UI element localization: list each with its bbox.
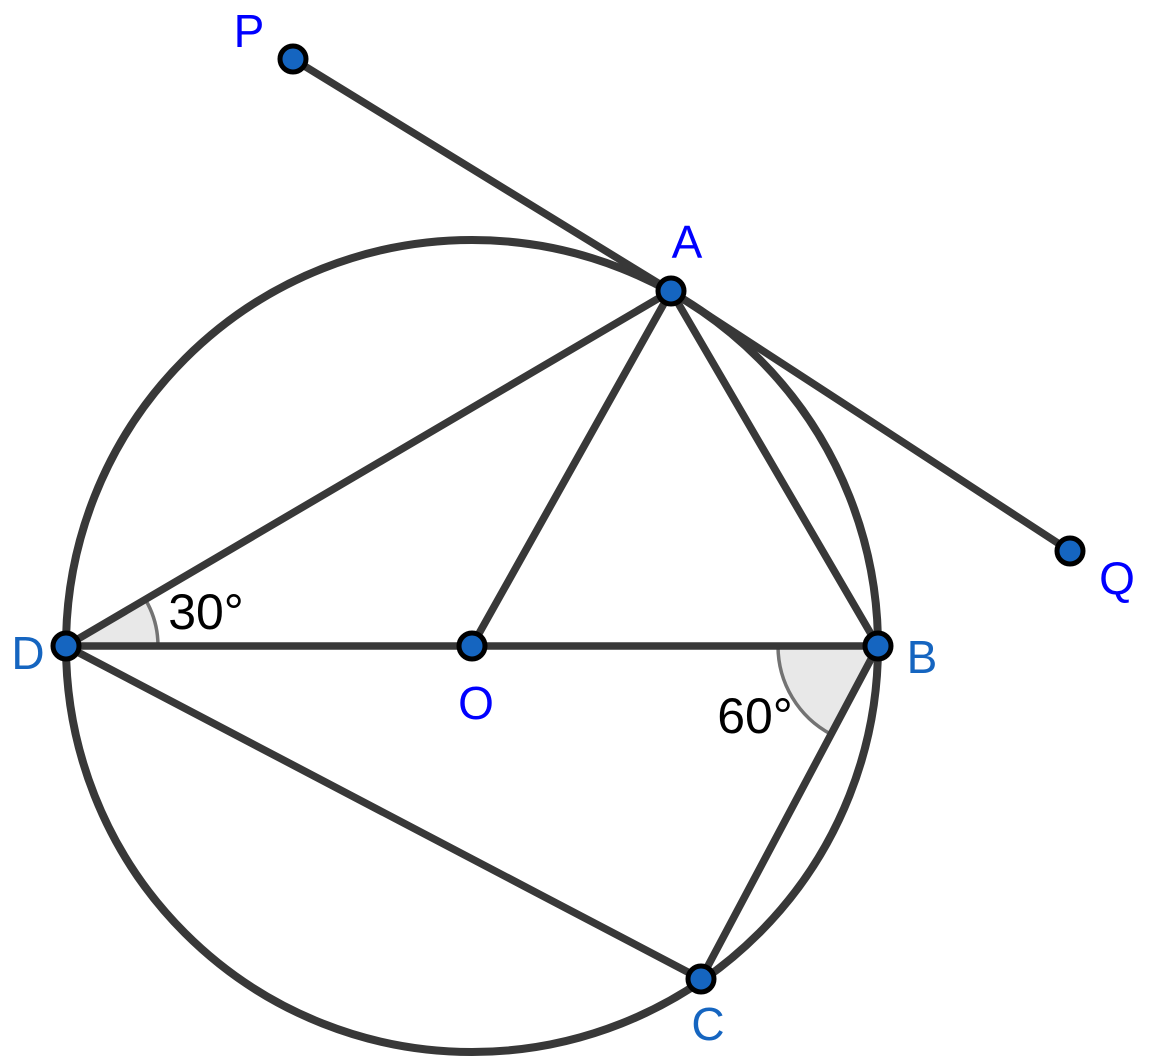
angle-DBC-label: 60° bbox=[717, 688, 793, 744]
point-B[interactable] bbox=[862, 630, 894, 662]
point-Q[interactable] bbox=[1054, 535, 1086, 567]
point-label-Q: Q bbox=[1099, 552, 1135, 604]
point-D[interactable] bbox=[50, 630, 82, 662]
chord-BC bbox=[697, 642, 882, 983]
point-C[interactable] bbox=[685, 963, 717, 995]
angle-DBC-arc bbox=[776, 645, 832, 736]
point-A[interactable] bbox=[655, 275, 687, 307]
chord-DC bbox=[62, 642, 705, 983]
angle-ADB-label: 30° bbox=[168, 584, 244, 640]
radius-AO bbox=[468, 287, 675, 650]
chord-DA bbox=[62, 287, 675, 650]
point-label-B: B bbox=[907, 631, 938, 683]
angle-DBC-sector bbox=[778, 646, 878, 735]
tangent-segment-AQ bbox=[667, 287, 1074, 555]
point-label-C: C bbox=[691, 998, 724, 1050]
tangent-segment-PA bbox=[289, 55, 675, 295]
point-label-O: O bbox=[458, 677, 494, 729]
point-label-P: P bbox=[234, 5, 265, 57]
point-P[interactable] bbox=[277, 43, 309, 75]
point-label-A: A bbox=[672, 216, 703, 268]
point-O[interactable] bbox=[456, 630, 488, 662]
point-label-D: D bbox=[11, 627, 44, 679]
chord-AB bbox=[667, 287, 882, 650]
